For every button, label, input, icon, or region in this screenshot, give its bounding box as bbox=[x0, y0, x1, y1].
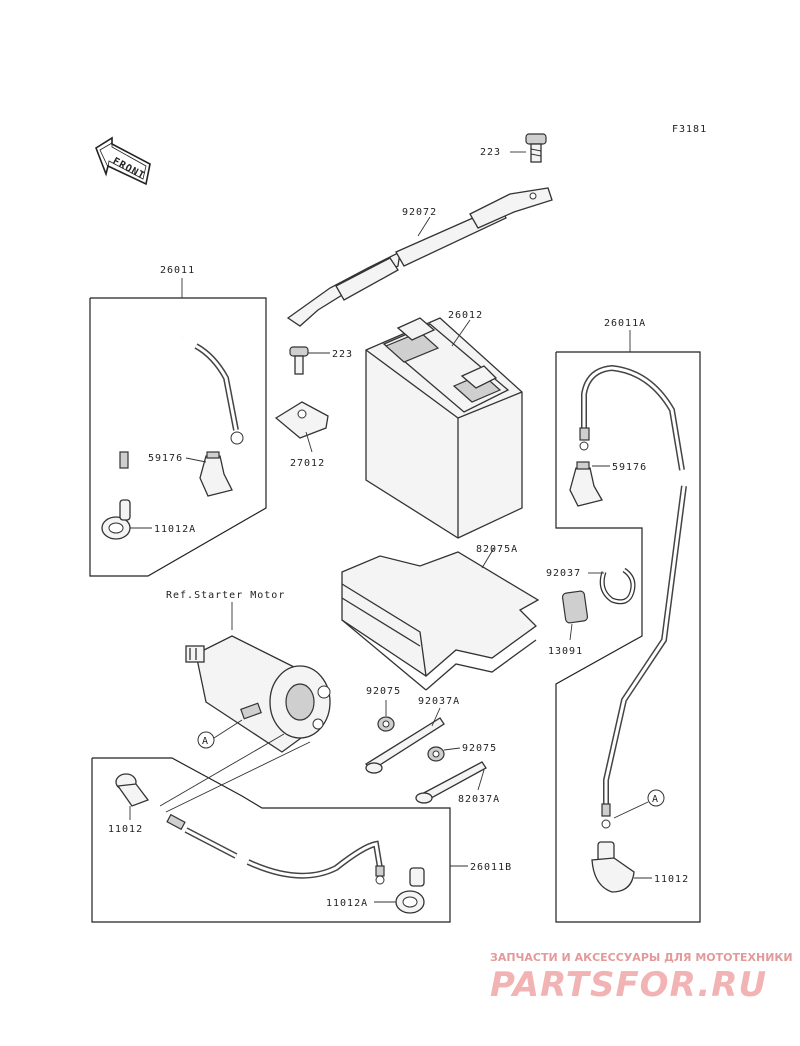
label-11012-right: 11012 bbox=[654, 874, 689, 885]
terminal-cover-59176-left bbox=[199, 451, 233, 497]
cable-box-26011 bbox=[89, 297, 267, 577]
label-223-top: 223 bbox=[480, 147, 501, 158]
boot-11012-left bbox=[115, 773, 150, 820]
boot-11012-right bbox=[591, 841, 652, 893]
battery-strap-92072 bbox=[286, 187, 553, 327]
label-13091: 13091 bbox=[548, 646, 583, 657]
ref-a-cable-letter: A bbox=[652, 794, 659, 805]
watermark-tagline: ЗАПЧАСТИ И АКСЕССУАРЫ ДЛЯ МОТОТЕХНИКИ bbox=[490, 951, 793, 964]
label-82037A: 82037A bbox=[458, 794, 500, 805]
starter-motor bbox=[185, 635, 331, 753]
label-92072: 92072 bbox=[402, 207, 437, 218]
cable-26011A bbox=[579, 364, 687, 829]
bracket-27012 bbox=[274, 401, 329, 453]
watermark-logo: PARTSFOR.RU bbox=[490, 965, 767, 1005]
label-26012: 26012 bbox=[448, 310, 483, 321]
label-27012: 27012 bbox=[290, 458, 325, 469]
label-59176-left: 59176 bbox=[148, 453, 183, 464]
ref-a-cable bbox=[613, 789, 665, 819]
battery-pad-82075A bbox=[341, 547, 540, 691]
label-26011: 26011 bbox=[160, 265, 195, 276]
label-92075-b: 92075 bbox=[462, 743, 497, 754]
label-92075-a: 92075 bbox=[366, 686, 401, 697]
boot-11012A-bottom bbox=[374, 867, 425, 914]
cable-26011B bbox=[159, 733, 385, 885]
cable-box-26011B bbox=[91, 757, 451, 923]
cable-26011 bbox=[119, 319, 244, 469]
label-ref-starter-motor: Ref.Starter Motor bbox=[166, 590, 285, 601]
clamp-92037 bbox=[588, 567, 636, 605]
label-11012A-bottom: 11012A bbox=[326, 898, 368, 909]
grommet-92075-b bbox=[427, 746, 461, 762]
tie-82037A bbox=[415, 761, 487, 804]
grommet-92075-a bbox=[377, 700, 395, 732]
battery-26012 bbox=[365, 317, 523, 539]
label-92037: 92037 bbox=[546, 568, 581, 579]
front-arrow-icon: FRONT bbox=[95, 136, 151, 186]
terminal-cover-59176-right bbox=[569, 461, 603, 507]
figure-code: F3181 bbox=[672, 124, 707, 135]
bolt-223-top bbox=[510, 133, 547, 163]
label-26011B: 26011B bbox=[470, 862, 512, 873]
label-92037A-a: 92037A bbox=[418, 696, 460, 707]
label-26011A: 26011A bbox=[604, 318, 646, 329]
bolt-223-mid bbox=[289, 346, 330, 375]
cable-box-26011A bbox=[555, 351, 701, 923]
damper-13091 bbox=[561, 590, 589, 641]
label-82075A: 82075A bbox=[476, 544, 518, 555]
label-11012A-left: 11012A bbox=[154, 524, 196, 535]
boot-11012A-left bbox=[101, 499, 131, 540]
label-11012-left: 11012 bbox=[108, 824, 143, 835]
label-223-mid: 223 bbox=[332, 349, 353, 360]
tie-92037A-a bbox=[364, 707, 445, 774]
ref-a-motor-letter: A bbox=[202, 736, 209, 747]
ref-a-motor bbox=[197, 719, 243, 749]
label-59176-right: 59176 bbox=[612, 462, 647, 473]
